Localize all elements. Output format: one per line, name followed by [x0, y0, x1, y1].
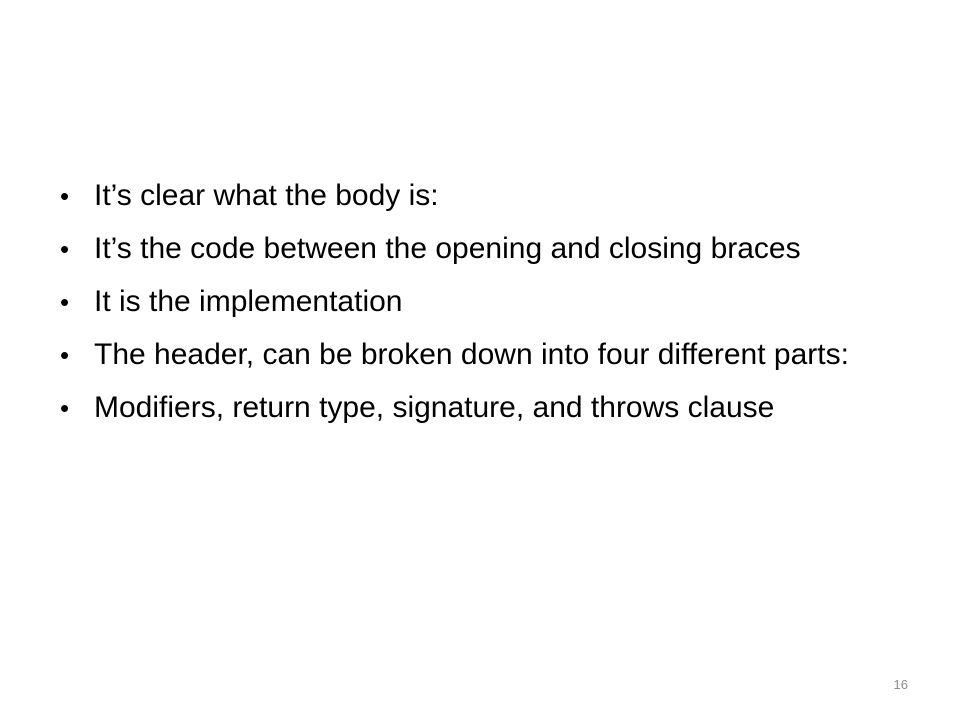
- bullet-item-5: • Modifiers, return type, signature, and…: [58, 390, 918, 426]
- bullet-item-1: • It’s clear what the body is:: [58, 178, 918, 214]
- bullet-dot-icon: •: [60, 287, 70, 317]
- bullet-text-1: It’s clear what the body is:: [94, 179, 439, 212]
- bullet-item-2: • It’s the code between the opening and …: [58, 231, 918, 267]
- bullet-item-4: • The header, can be broken down into fo…: [58, 337, 918, 373]
- bullet-dot-icon: •: [60, 181, 70, 211]
- bullet-text-3: It is the implementation: [94, 285, 403, 318]
- bullet-item-3: • It is the implementation: [58, 284, 918, 320]
- page-number: 16: [893, 677, 908, 692]
- bullet-text-2: It’s the code between the opening and cl…: [94, 232, 801, 265]
- bullet-dot-icon: •: [60, 234, 70, 264]
- bullet-dot-icon: •: [60, 340, 70, 370]
- bullet-text-5: Modifiers, return type, signature, and t…: [94, 391, 775, 424]
- bullet-dot-icon: •: [60, 393, 70, 423]
- bullet-list: • It’s clear what the body is: • It’s th…: [58, 178, 918, 443]
- bullet-text-4: The header, can be broken down into four…: [94, 338, 849, 371]
